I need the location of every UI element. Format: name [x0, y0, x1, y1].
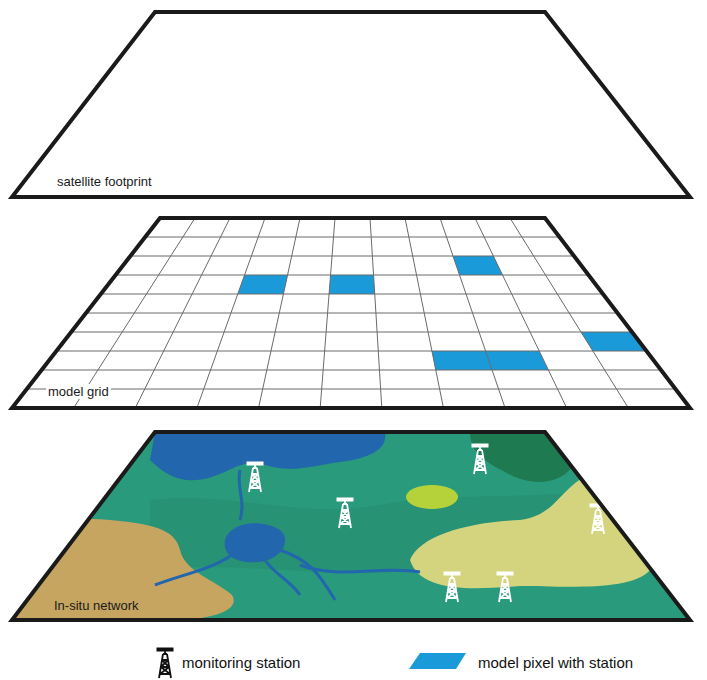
model-pixel	[486, 351, 549, 370]
layer-label-box: model grid	[46, 384, 111, 399]
grid-line	[197, 218, 265, 408]
monitoring-stations	[247, 444, 606, 602]
grid-line	[475, 218, 567, 408]
grid-line	[74, 218, 195, 408]
satellite-footprint-layer: satellite footprint	[12, 12, 690, 197]
grid-line	[145, 237, 559, 238]
in-situ-network-layer: In-situ network	[12, 432, 690, 620]
grid-line	[42, 370, 661, 371]
layer-label-box: In-situ network	[52, 598, 141, 613]
grid-line	[135, 218, 230, 408]
grid-line	[320, 218, 335, 408]
legend-label: monitoring station	[182, 654, 300, 672]
model-pixel	[329, 275, 375, 294]
grid-line	[71, 332, 632, 333]
legend-station-icon	[157, 648, 173, 678]
model-grid-lines	[27, 218, 676, 408]
grid-line	[116, 275, 589, 276]
layer-outline	[12, 12, 690, 197]
grid-line	[86, 313, 618, 314]
model-grid-layer: model grid	[12, 218, 690, 408]
model-pixel	[432, 351, 492, 370]
layer-outline	[12, 218, 690, 408]
grid-line	[405, 218, 443, 408]
layer-label-box: satellite footprint	[55, 174, 154, 189]
layer-label: In-situ network	[52, 598, 141, 613]
model-pixel	[238, 275, 288, 294]
layer-outline	[12, 432, 690, 620]
legend-swatch	[408, 652, 468, 670]
layer-label: model grid	[46, 384, 111, 399]
layer-label: satellite footprint	[55, 174, 154, 189]
grid-line	[56, 351, 646, 352]
grid-line	[370, 218, 382, 408]
land-cover-map	[0, 430, 707, 625]
grid-line	[101, 294, 603, 295]
legend-label: model pixel with station	[478, 654, 633, 672]
grid-line	[130, 256, 574, 257]
grid-line	[440, 218, 505, 408]
grid-line	[27, 389, 676, 390]
grid-line	[259, 218, 300, 408]
